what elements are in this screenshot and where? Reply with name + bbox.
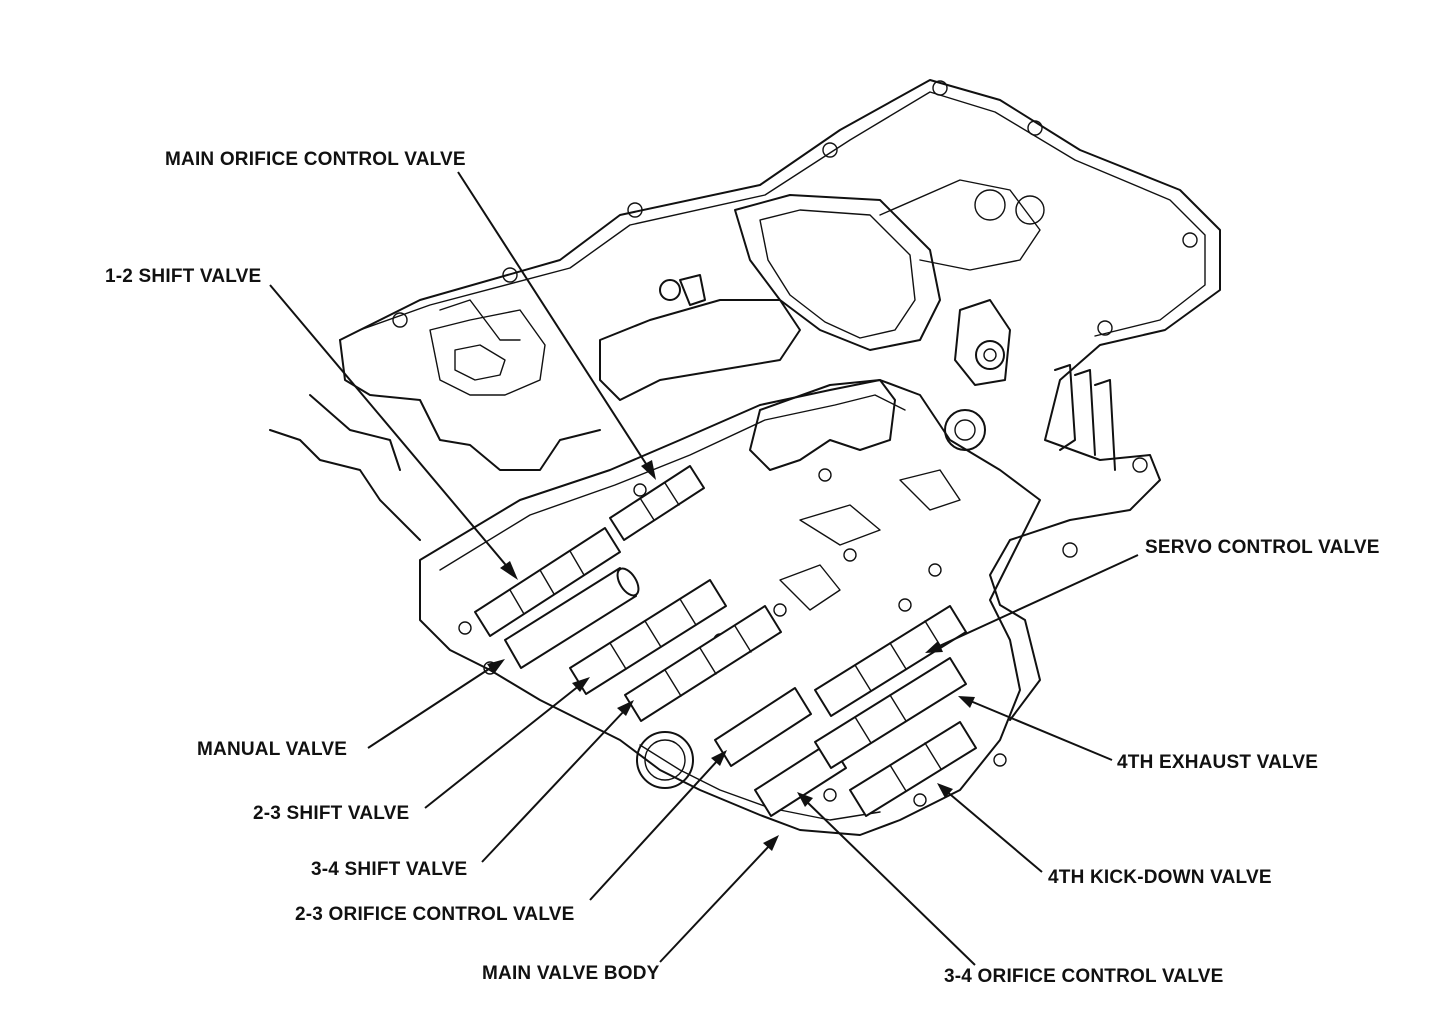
label-3-4-shift-valve: 3-4 SHIFT VALVE — [311, 859, 468, 880]
valve-main-orifice-control — [609, 465, 705, 541]
transmission-housing — [269, 79, 1221, 721]
label-4th-exhaust-valve: 4TH EXHAUST VALVE — [1117, 752, 1319, 773]
valve-2-3-orifice-control — [714, 687, 812, 767]
leader-lines — [269, 171, 1139, 966]
valve-3-4-orifice-control — [754, 741, 847, 817]
label-main-orifice-control-valve: MAIN ORIFICE CONTROL VALVE — [165, 149, 466, 170]
main-valve-body — [419, 274, 1041, 836]
label-1-2-shift-valve: 1-2 SHIFT VALVE — [105, 266, 262, 287]
label-2-3-orifice-control-valve: 2-3 ORIFICE CONTROL VALVE — [295, 904, 575, 925]
label-3-4-orifice-control-valve: 3-4 ORIFICE CONTROL VALVE — [944, 966, 1224, 987]
label-2-3-shift-valve: 2-3 SHIFT VALVE — [253, 803, 410, 824]
valve-1-2-shift — [474, 527, 621, 637]
label-main-valve-body: MAIN VALVE BODY — [482, 963, 660, 984]
label-servo-control-valve: SERVO CONTROL VALVE — [1145, 537, 1380, 558]
valve-3-4-shift — [624, 605, 782, 722]
label-4th-kick-down-valve: 4TH KICK-DOWN VALVE — [1048, 867, 1272, 888]
valve-4th-exhaust — [814, 657, 967, 769]
valve-spools — [474, 465, 977, 817]
valve-4th-kick-down — [849, 721, 977, 817]
valve-servo-control — [814, 605, 967, 717]
valve-manual — [504, 567, 640, 669]
label-manual-valve: MANUAL VALVE — [197, 739, 348, 760]
